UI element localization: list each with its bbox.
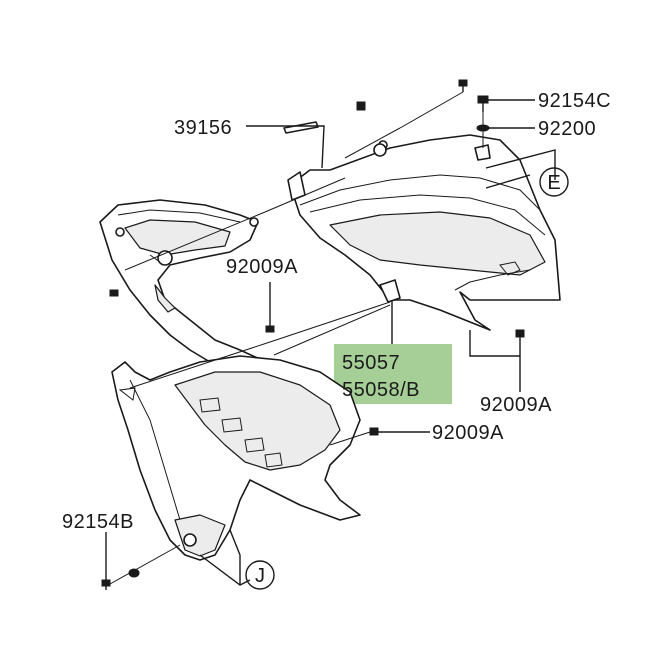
screw-92009A-top: [265, 320, 275, 333]
bolt-92154B: [101, 579, 111, 590]
bolt-top: [458, 79, 468, 92]
strip-39156: [283, 121, 319, 134]
screw-92009A-right: [515, 329, 525, 338]
part-label-92009A-top: 92009A: [226, 256, 298, 278]
bolt-left: [109, 289, 119, 297]
screw-92009A-mid: [369, 427, 379, 436]
part-label-55058B: 55058/B: [342, 379, 420, 401]
part-label-92009A-right: 92009A: [480, 394, 552, 416]
lower-cowl-panel: [111, 355, 361, 561]
leader-lines: [105, 91, 556, 586]
part-label-92154C: 92154C: [538, 90, 611, 112]
fasteners: [101, 79, 525, 590]
callout-J-label: J: [255, 565, 265, 587]
part-label-92200: 92200: [538, 118, 596, 140]
callout-J: J: [245, 560, 275, 590]
nut-top: [356, 101, 366, 111]
callout-E-label: E: [547, 172, 560, 194]
callout-E: E: [539, 167, 569, 197]
part-label-92154B: 92154B: [62, 511, 134, 533]
bolt-92154C: [477, 95, 489, 112]
upper-fairing-panel: [287, 134, 561, 331]
mid-fairing-panel: [99, 199, 276, 381]
highlight-box: [334, 344, 452, 404]
part-label-55057: 55057: [342, 352, 400, 374]
part-label-92009A-mid: 92009A: [432, 422, 504, 444]
part-label-39156: 39156: [174, 117, 232, 139]
